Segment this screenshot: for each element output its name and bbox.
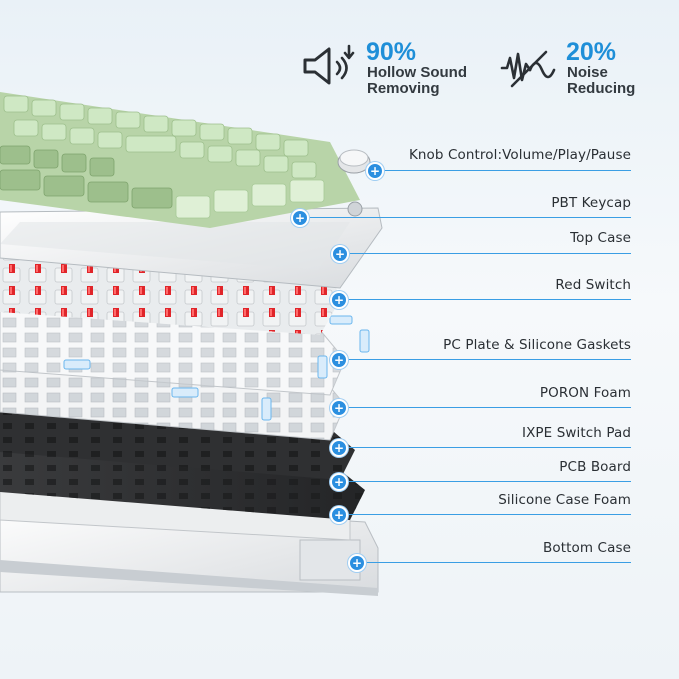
label-pbt-keycap: PBT Keycap <box>551 195 631 211</box>
plus-icon: + <box>331 245 349 263</box>
plus-icon: + <box>291 209 309 227</box>
label-ixpe-switch-pad: IXPE Switch Pad <box>522 425 631 441</box>
label-silicone-case-foam: Silicone Case Foam <box>498 492 631 508</box>
leader-pc-plate-gaskets <box>345 359 631 361</box>
plus-icon: + <box>330 399 348 417</box>
leader-poron-foam <box>345 407 631 409</box>
leader-knob-control <box>375 170 631 172</box>
leader-silicone-case-foam <box>345 514 631 516</box>
label-red-switch: Red Switch <box>555 277 631 293</box>
noise-reducing-value: 20% <box>566 38 617 66</box>
speaker-hollow-sound-icon <box>303 44 355 85</box>
hollow-sound-value: 90% <box>366 38 417 66</box>
plus-icon: + <box>330 506 348 524</box>
leader-pbt-keycap <box>301 217 631 219</box>
plus-icon: + <box>330 291 348 309</box>
label-top-case: Top Case <box>570 230 631 246</box>
label-pc-plate-gaskets: PC Plate & Silicone Gaskets <box>443 337 631 353</box>
label-poron-foam: PORON Foam <box>539 385 631 401</box>
plus-icon: + <box>348 554 366 572</box>
hollow-sound-line2: Removing <box>367 80 440 97</box>
label-pcb-board: PCB Board <box>559 459 631 475</box>
noise-reducing-line2: Reducing <box>567 80 636 97</box>
leader-red-switch <box>345 299 631 301</box>
leader-ixpe-switch-pad <box>345 447 631 449</box>
leader-bottom-case <box>363 562 631 564</box>
plus-icon: + <box>330 439 348 457</box>
plus-icon: + <box>330 473 348 491</box>
plus-icon: + <box>366 162 384 180</box>
leader-top-case <box>341 253 631 255</box>
noise-wave-icon <box>500 50 556 88</box>
label-bottom-case: Bottom Case <box>543 540 631 556</box>
hollow-sound-line1: Hollow Sound <box>367 64 467 81</box>
pbt-keycap-art <box>0 92 360 228</box>
noise-reducing-line1: Noise <box>567 64 608 81</box>
pc-plate-art <box>0 309 370 421</box>
top-case-art <box>0 201 383 289</box>
leader-pcb-board <box>345 481 631 483</box>
plus-icon: + <box>330 351 348 369</box>
label-knob-control: Knob Control:Volume/Play/Pause <box>408 147 631 163</box>
